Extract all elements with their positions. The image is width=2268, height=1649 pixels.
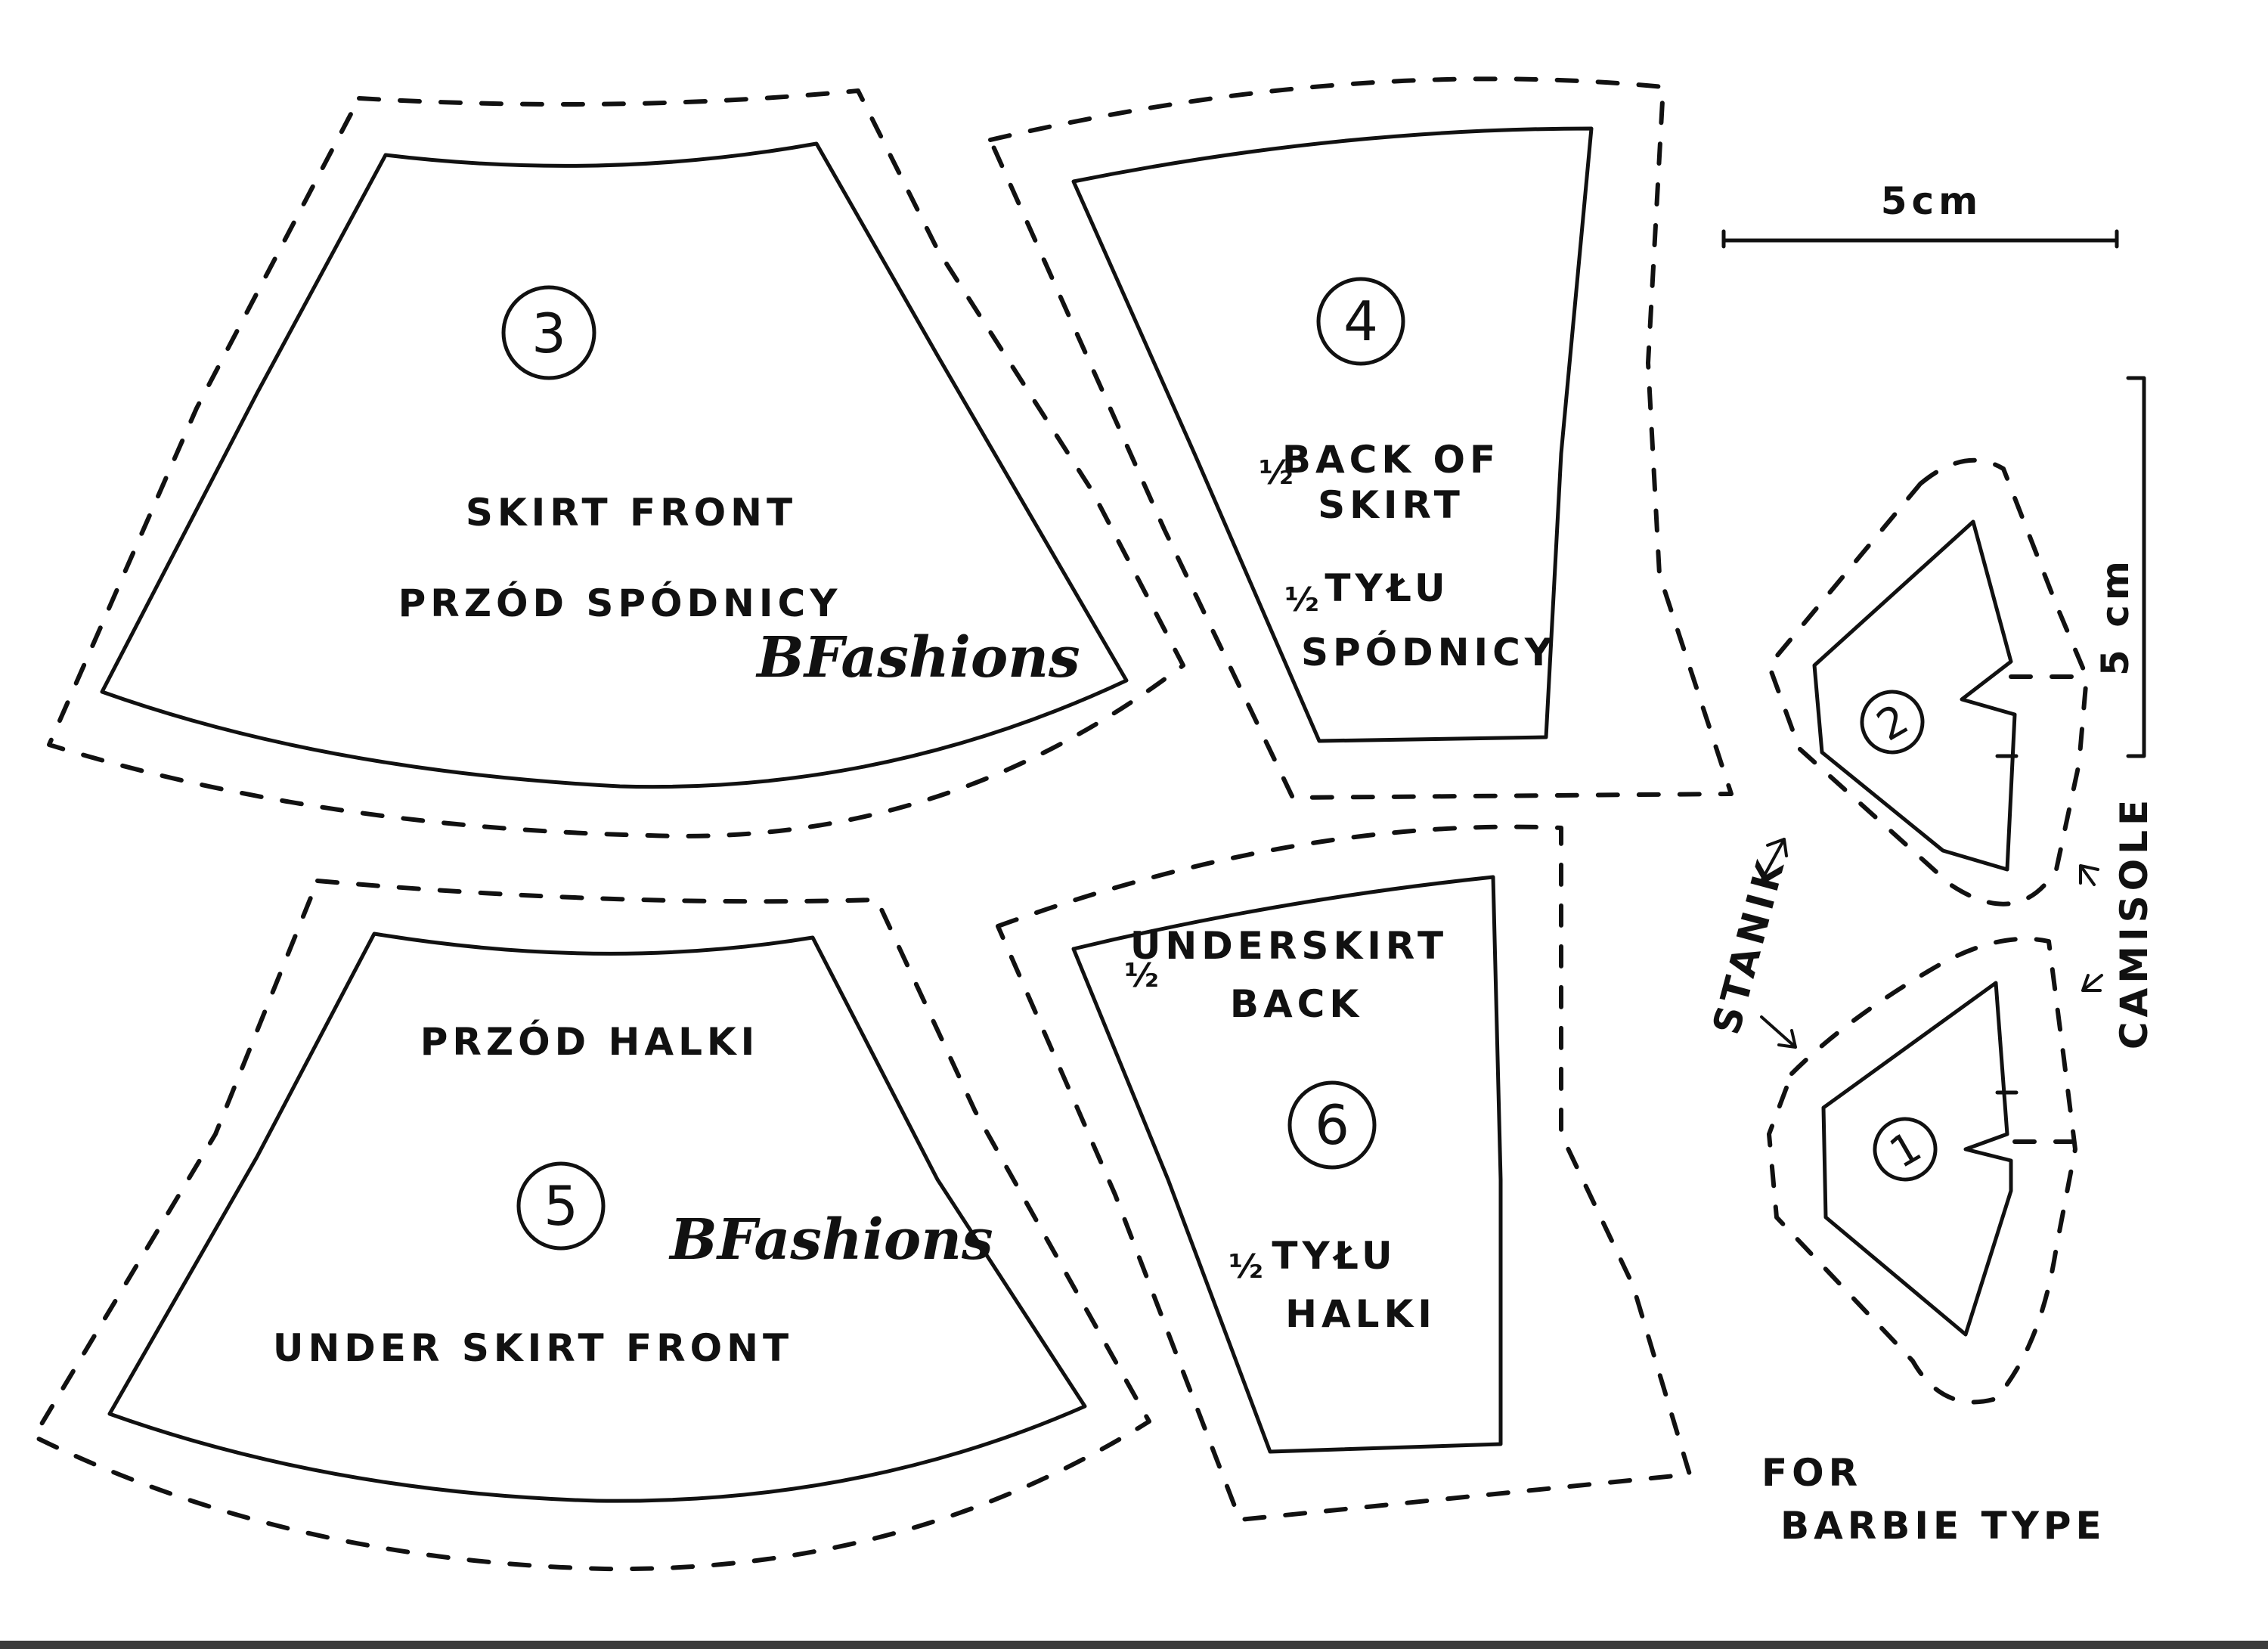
piece-3-seam-allowance [47,88,1185,838]
piece-3-label-pl: PRZÓD SPÓDNICY [398,581,842,625]
piece-4-label-en-1: BACK OF [1282,438,1500,482]
camisole-label-group: CAMISOLE [2079,795,2156,1049]
camisole-arrow-up-icon [2079,864,2099,886]
piece-6-label-en-2: BACK [1230,982,1363,1026]
piece-6-label-pl-2: HALKI [1285,1292,1436,1336]
piece-6-number-circle [1287,1080,1377,1170]
piece-4-seam-allowance [988,76,1734,800]
piece-4-half: ½ [1259,454,1294,492]
piece-3-brand: BFashions [755,625,1080,690]
piece-3-label-en: SKIRT FRONT [466,491,797,535]
piece-4-back-of-skirt: 4 ½ BACK OF SKIRT ½ TYŁU SPÓDNICY [988,76,1734,800]
piece-3-cut-line [100,141,1129,789]
piece-4-label-en-2: SKIRT [1318,483,1464,527]
scale-bar-vertical: 5 cm [2093,376,2146,758]
piece-6-number: 6 [1315,1093,1349,1157]
piece-1-camisole: 1 [1767,936,2077,1405]
piece-1-cut-line [1821,981,2013,1337]
stanik-label-group: STANIK [1704,838,1797,1049]
scale-bar-v-line [2126,376,2146,758]
piece-2-seam-allowance [1767,457,2089,907]
piece-3-number-circle [501,285,596,380]
stanik-label: STANIK [1704,852,1793,1039]
piece-5-number-circle [516,1161,606,1251]
piece-3-skirt-front: 3 SKIRT FRONT PRZÓD SPÓDNICY BFashions [47,88,1185,838]
piece-5-label-en: UNDER SKIRT FRONT [273,1326,793,1370]
piece-4-number: 4 [1343,290,1378,353]
piece-5-label-pl: PRZÓD HALKI [420,1019,760,1064]
piece-6-label-pl-1: TYŁU [1272,1234,1396,1278]
piece-4-cut-line [1071,126,1594,743]
piece-6-cut-line [1071,875,1503,1454]
piece-5-cut-line [107,931,1087,1503]
piece-5-seam-allowance [32,879,1151,1572]
scale-bar-h-line [1721,229,2119,249]
piece-3-number: 3 [531,302,566,365]
piece-1-number-circle [1873,1117,1938,1182]
scale-bar-horizontal: 5cm [1721,179,2119,249]
camisole-arrow-down-icon [2081,974,2103,992]
piece-2-number-circle [1860,690,1925,755]
piece-6-seam-allowance [996,824,1692,1522]
piece-2-number: 2 [1869,695,1916,751]
stanik-arrow-down-icon [1760,1015,1797,1049]
piece-4-half-2: ½ [1284,581,1319,619]
camisole-label: CAMISOLE [2112,795,2156,1049]
piece-4-label-pl-2: SPÓDNICY [1301,630,1557,674]
piece-2-camisole: 2 [1767,457,2089,907]
piece-1-number: 1 [1882,1122,1929,1178]
piece-5-number: 5 [544,1174,578,1238]
piece-6-label-en-1: UNDERSKIRT [1130,924,1448,968]
piece-2-cut-line [1812,519,2017,872]
piece-4-label-pl-1: TYŁU [1325,566,1449,610]
stanik-arrow-up-icon [1760,838,1788,882]
piece-6-half: ½ [1124,956,1159,995]
footer-note-line-1: FOR [1761,1451,1862,1495]
scan-bottom-edge [0,1641,2268,1649]
piece-1-seam-allowance [1767,936,2077,1405]
piece-5-brand: BFashions [668,1207,993,1272]
footer-note-line-2: BARBIE TYPE [1780,1504,2106,1548]
footer-note: FOR BARBIE TYPE [1761,1451,2106,1548]
piece-6-half-2: ½ [1228,1248,1263,1286]
scale-bar-h-label: 5cm [1881,179,1983,223]
piece-5-underskirt-front: 5 PRZÓD HALKI UNDER SKIRT FRONT BFashion… [32,879,1151,1572]
piece-6-underskirt-back: 6 ½ UNDERSKIRT BACK ½ TYŁU HALKI [996,824,1692,1522]
scale-bar-v-label: 5 cm [2093,556,2137,676]
piece-4-number-circle [1316,277,1405,366]
